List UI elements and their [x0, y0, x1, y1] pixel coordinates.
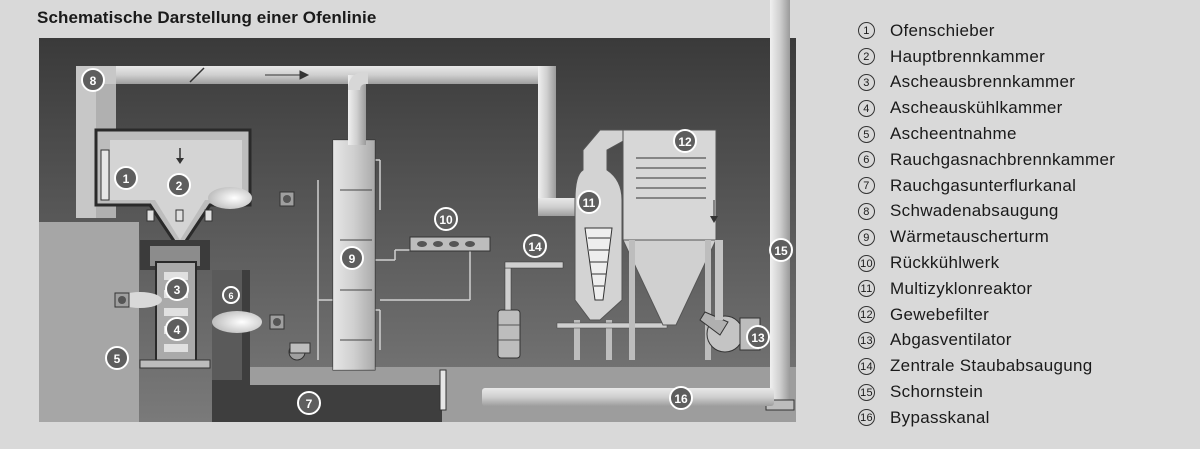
multicyclone-reactor — [574, 129, 626, 321]
legend-label: Rauchgasunterflurkanal — [890, 175, 1077, 195]
legend-item: 14 Zentrale Staubabsaugung — [858, 353, 1115, 379]
svg-text:4: 4 — [174, 323, 181, 337]
legend-label: Ascheauskühlkammer — [890, 98, 1063, 118]
callout-11: 11 — [577, 190, 601, 214]
fabric-filter — [622, 129, 717, 241]
legend-item: 12 Gewebefilter — [858, 302, 1115, 328]
legend-label: Schornstein — [890, 382, 984, 402]
legend-item: 6 Rauchgasnachbrennkammer — [858, 147, 1115, 173]
legend-number: 13 — [858, 331, 875, 349]
legend-label: Ascheausbrennkammer — [890, 72, 1076, 92]
legend-number: 15 — [858, 383, 875, 401]
burner-flame-upper — [208, 187, 252, 209]
svg-text:7: 7 — [306, 397, 313, 411]
legend-item: 8 Schwadenabsaugung — [858, 199, 1115, 225]
legend-number: 4 — [858, 99, 875, 117]
legend-item: 7 Rauchgasunterflurkanal — [858, 173, 1115, 199]
legend-item: 11 Multizyklonreaktor — [858, 276, 1115, 302]
legend-label: Ascheentnahme — [890, 124, 1017, 144]
legend-item: 16 Bypasskanal — [858, 405, 1115, 431]
dust-extraction-unit — [497, 309, 521, 359]
kiln-gate — [100, 149, 110, 201]
callout-1: 1 — [114, 166, 138, 190]
legend-item: 15 Schornstein — [858, 379, 1115, 405]
svg-text:11: 11 — [583, 196, 596, 210]
legend-item: 3 Ascheausbrennkammer — [858, 70, 1115, 96]
svg-text:8: 8 — [90, 74, 97, 88]
legend-item: 5 Ascheentnahme — [858, 121, 1115, 147]
legend-label: Ofenschieber — [890, 20, 995, 40]
callout-15: 15 — [769, 238, 793, 262]
callout-13: 13 — [746, 325, 770, 349]
legend-label: Rauchgasnachbrennkammer — [890, 149, 1116, 169]
exhaust-duct-top — [76, 66, 556, 84]
legend-number: 8 — [858, 202, 875, 220]
legend-number: 7 — [858, 177, 875, 195]
callout-5: 5 — [105, 346, 129, 370]
callout-6: 6 — [222, 286, 240, 304]
legend-item: 4 Ascheauskühlkammer — [858, 95, 1115, 121]
legend-item: 1 Ofenschieber — [858, 18, 1115, 44]
flow-arrow — [265, 70, 310, 80]
svg-text:10: 10 — [439, 213, 453, 227]
legend-label: Multizyklonreaktor — [890, 278, 1033, 298]
callout-14: 14 — [523, 234, 547, 258]
legend-number: 16 — [858, 409, 875, 427]
chimney — [770, 0, 790, 408]
vertical-duct-right — [538, 66, 556, 216]
callout-16: 16 — [669, 386, 693, 410]
legend-label: Schwadenabsaugung — [890, 201, 1059, 221]
legend-number: 3 — [858, 73, 875, 91]
legend-label: Abgasventilator — [890, 330, 1012, 350]
legend-number: 14 — [858, 357, 875, 375]
legend-number: 9 — [858, 228, 875, 246]
bypass-duct — [482, 388, 774, 406]
legend-label: Rückkühlwerk — [890, 253, 1000, 273]
legend-label: Wärmetauscherturm — [890, 227, 1050, 247]
burner-nozzles — [146, 209, 213, 222]
svg-text:16: 16 — [674, 392, 688, 406]
callout-12: 12 — [673, 129, 697, 153]
legend-label: Zentrale Staubabsaugung — [890, 356, 1093, 376]
svg-text:3: 3 — [174, 283, 181, 297]
burner-flame-lower — [212, 311, 262, 333]
svg-text:15: 15 — [774, 244, 788, 258]
svg-text:6: 6 — [228, 291, 233, 301]
legend-number: 10 — [858, 254, 875, 272]
callout-9: 9 — [340, 246, 364, 270]
svg-text:13: 13 — [751, 331, 765, 345]
svg-text:2: 2 — [176, 179, 183, 193]
legend-label: Hauptbrennkammer — [890, 46, 1046, 66]
svg-text:9: 9 — [349, 252, 356, 266]
legend-number: 6 — [858, 151, 875, 169]
legend-number: 2 — [858, 48, 875, 66]
callout-3: 3 — [165, 277, 189, 301]
legend-number: 12 — [858, 306, 875, 324]
legend-label: Bypasskanal — [890, 407, 990, 427]
svg-text:1: 1 — [123, 172, 130, 186]
legend-item: 2 Hauptbrennkammer — [858, 44, 1115, 70]
svg-text:5: 5 — [114, 352, 121, 366]
diagram-title: Schematische Darstellung einer Ofenlinie — [37, 8, 377, 27]
callout-8: 8 — [81, 68, 105, 92]
callout-7: 7 — [297, 391, 321, 415]
legend-item: 13 Abgasventilator — [858, 328, 1115, 354]
svg-text:14: 14 — [528, 240, 542, 254]
underfloor-flue-channel — [212, 385, 442, 422]
callout-2: 2 — [167, 173, 191, 197]
legend-label: Gewebefilter — [890, 304, 990, 324]
legend-item: 9 Wärmetauscherturm — [858, 224, 1115, 250]
legend-number: 1 — [858, 22, 875, 40]
legend-number: 11 — [858, 280, 875, 298]
legend-number: 5 — [858, 125, 875, 143]
svg-text:12: 12 — [678, 135, 692, 149]
callout-10: 10 — [434, 207, 458, 231]
legend-item: 10 Rückkühlwerk — [858, 250, 1115, 276]
callout-4: 4 — [165, 317, 189, 341]
